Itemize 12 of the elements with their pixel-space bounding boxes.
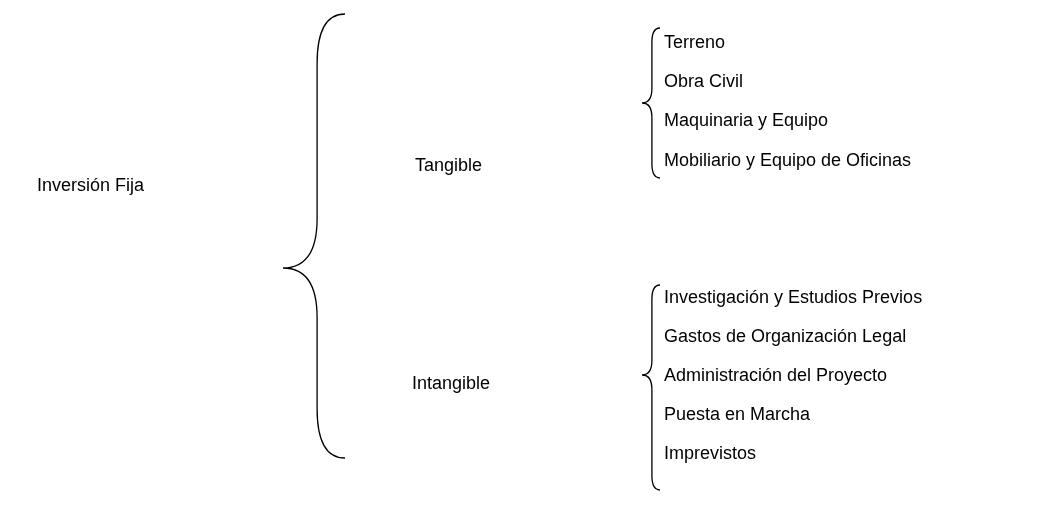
item-label: Mobiliario y Equipo de Oficinas [664,149,912,171]
item-label: Puesta en Marcha [664,403,811,425]
root-label: Inversión Fija [37,174,145,196]
item-label: Maquinaria y Equipo [664,109,829,131]
category-label: Tangible [415,154,483,176]
item-label: Gastos de Organización Legal [664,325,907,347]
item-label: Administración del Proyecto [664,364,888,386]
item-label: Imprevistos [664,442,757,464]
category-label: Intangible [412,372,491,394]
item-label: Investigación y Estudios Previos [664,286,923,308]
item-label: Obra Civil [664,70,743,92]
item-label: Terreno [664,31,726,53]
